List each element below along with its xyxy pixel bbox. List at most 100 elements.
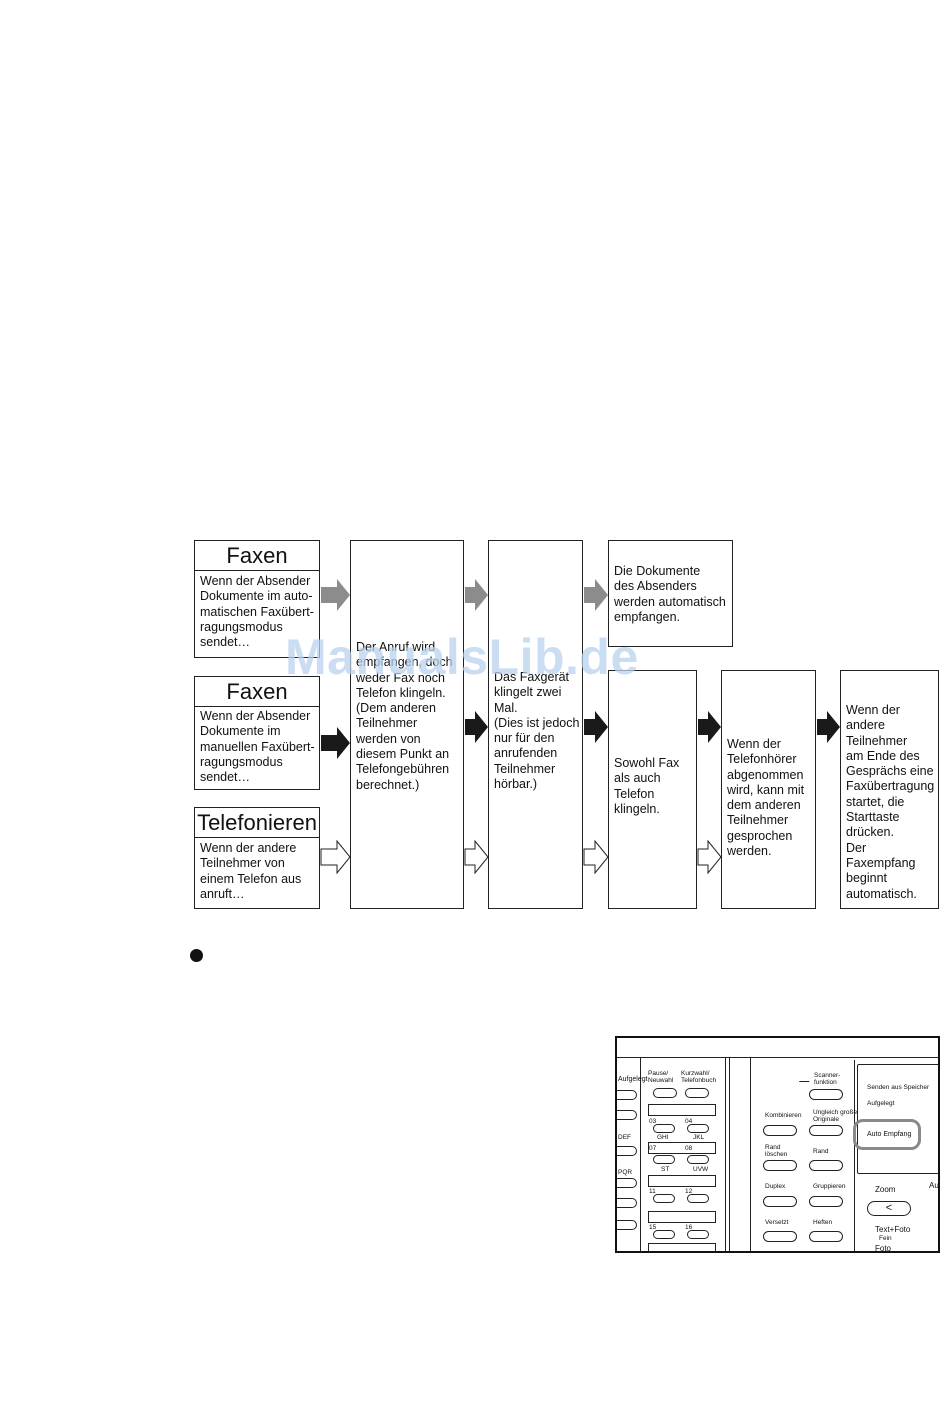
step-call-received: Der Anruf wird empfangen, doch weder Fax… xyxy=(350,540,464,909)
arrow-shape xyxy=(583,840,609,874)
label-row: 07 xyxy=(649,1145,657,1152)
label-rand: Rand xyxy=(813,1148,829,1155)
key-left-edge[interactable] xyxy=(617,1090,637,1100)
label-aufgelegt-right: Aufgelegt xyxy=(867,1100,895,1107)
arrow-shape xyxy=(321,579,350,611)
label-text-foto: Text+Foto xyxy=(875,1225,911,1234)
label-ghi: GHI xyxy=(657,1134,669,1141)
onetouch-key[interactable] xyxy=(653,1124,675,1133)
arrow-auto-3 xyxy=(584,579,608,611)
step-text: Die Dokumente des Absenders werden autom… xyxy=(614,564,726,624)
arrow-manual-5 xyxy=(817,711,840,743)
ungleich-button[interactable] xyxy=(809,1125,843,1136)
gruppieren-button[interactable] xyxy=(809,1196,843,1207)
heften-button[interactable] xyxy=(809,1231,843,1242)
label-au: Au xyxy=(929,1181,939,1190)
label-def: DEF xyxy=(618,1134,631,1141)
arrow-shape xyxy=(464,840,489,874)
step-fax-rings: Das Faxgerät klingelt zwei Mal. (Dies is… xyxy=(488,540,583,909)
arrow-phone-4 xyxy=(697,840,722,874)
onetouch-key[interactable] xyxy=(653,1194,675,1203)
scanner-button[interactable] xyxy=(809,1089,843,1100)
label-uvw: UVW xyxy=(693,1166,709,1173)
source-box-manual-fax: Faxen Wenn der Absender Dokumente im man… xyxy=(194,676,320,790)
step-both-ring: Sowohl Fax als auch Telefon klingeln. xyxy=(608,670,697,909)
key-left-edge[interactable] xyxy=(617,1146,637,1156)
arrow-shape xyxy=(697,840,722,874)
label-row: 04 xyxy=(685,1118,693,1125)
step-text: Sowohl Fax als auch Telefon klingeln. xyxy=(614,756,680,816)
zoom-key-label: < xyxy=(885,1202,893,1214)
arrow-phone-2 xyxy=(464,840,489,874)
source-box-auto-fax: Faxen Wenn der Absender Dokumente im aut… xyxy=(194,540,320,658)
zoom-down-button[interactable]: < xyxy=(867,1201,911,1216)
kombinieren-button[interactable] xyxy=(763,1125,797,1136)
step-text: Das Faxgerät klingelt zwei Mal. (Dies is… xyxy=(494,670,580,792)
onetouch-key[interactable] xyxy=(687,1155,709,1164)
source-text: Wenn der Absender Dokumente im manuellen… xyxy=(200,709,315,785)
onetouch-field[interactable] xyxy=(648,1211,716,1223)
onetouch-key[interactable] xyxy=(653,1155,675,1164)
arrow-manual-4 xyxy=(698,711,721,743)
key-left-edge[interactable] xyxy=(617,1220,637,1230)
step-handset-lifted: Wenn der Telefonhörer abgenommen wird, k… xyxy=(721,670,816,909)
source-text: Wenn der andere Teilnehmer von einem Tel… xyxy=(200,841,302,901)
label-row: 16 xyxy=(685,1224,693,1231)
arrow-phone-1 xyxy=(320,840,351,874)
arrow-shape xyxy=(320,840,351,874)
label-zoom: Zoom xyxy=(875,1185,896,1194)
arrow-manual-1 xyxy=(321,727,350,759)
source-box-phone: Telefonieren Wenn der andere Teilnehmer … xyxy=(194,807,320,909)
label-foto: Foto xyxy=(875,1244,892,1253)
label-fein: Fein xyxy=(879,1235,892,1242)
step-press-start: Wenn der andere Teilnehmer am Ende des G… xyxy=(840,670,939,909)
arrow-shape xyxy=(817,711,840,743)
label-st: ST xyxy=(661,1166,670,1173)
operation-panel-illustration: Aufgelegt Pause/ Neuwahl Kurzwahl/ Telef… xyxy=(615,1036,940,1253)
kurzwahl-button[interactable] xyxy=(685,1088,709,1098)
step-auto-received: Die Dokumente des Absenders werden autom… xyxy=(608,540,733,647)
arrow-auto-1 xyxy=(321,579,350,611)
onetouch-key[interactable] xyxy=(687,1230,709,1239)
panel-divider xyxy=(729,1057,730,1251)
label-row: 11 xyxy=(649,1188,656,1195)
arrow-shape xyxy=(698,711,721,743)
step-text: Der Anruf wird empfangen, doch weder Fax… xyxy=(356,640,453,792)
label-versetzt: Versetzt xyxy=(765,1219,789,1226)
label-jkl: JKL xyxy=(693,1134,705,1141)
onetouch-field[interactable] xyxy=(648,1243,716,1251)
step-text: Wenn der andere Teilnehmer am Ende des G… xyxy=(846,703,935,901)
arrow-manual-2 xyxy=(465,711,488,743)
source-title: Faxen xyxy=(195,541,319,571)
label-kurzwahl: Kurzwahl/ Telefonbuch xyxy=(681,1070,717,1084)
onetouch-field[interactable] xyxy=(648,1104,716,1116)
label-ungleich: Ungleich große Originale xyxy=(813,1109,858,1123)
key-left-edge[interactable] xyxy=(617,1178,637,1188)
scanner-icon xyxy=(798,1075,814,1082)
label-gruppieren: Gruppieren xyxy=(813,1183,846,1190)
onetouch-key[interactable] xyxy=(687,1194,709,1203)
rand-loeschen-button[interactable] xyxy=(763,1160,797,1171)
onetouch-key[interactable] xyxy=(653,1230,675,1239)
onetouch-field[interactable] xyxy=(648,1142,716,1154)
arrow-shape xyxy=(465,711,488,743)
panel-divider xyxy=(725,1057,726,1251)
onetouch-key[interactable] xyxy=(687,1124,709,1133)
label-pause-neuwahl: Pause/ Neuwahl xyxy=(648,1070,674,1084)
arrow-phone-3 xyxy=(583,840,609,874)
onetouch-field[interactable] xyxy=(648,1175,716,1187)
label-aufgelegt: Aufgelegt xyxy=(618,1076,648,1083)
label-row: 03 xyxy=(649,1118,657,1125)
panel-divider xyxy=(750,1057,751,1251)
rand-button[interactable] xyxy=(809,1160,843,1171)
versetzt-button[interactable] xyxy=(763,1231,797,1242)
key-left-edge[interactable] xyxy=(617,1110,637,1120)
key-left-edge[interactable] xyxy=(617,1198,637,1208)
arrow-shape xyxy=(321,727,350,759)
arrow-shape xyxy=(465,579,488,611)
label-scanner: Scanner- funktion xyxy=(814,1072,841,1086)
duplex-button[interactable] xyxy=(763,1196,797,1207)
panel-divider xyxy=(640,1057,641,1251)
label-heften: Heften xyxy=(813,1219,833,1226)
pause-button[interactable] xyxy=(653,1088,677,1098)
